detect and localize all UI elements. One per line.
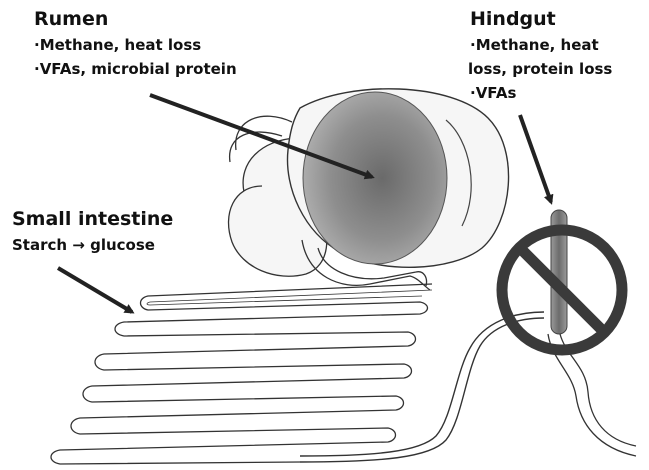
hindgut-line-2: loss, protein loss — [468, 60, 612, 78]
rumen-line-1: ·Methane, heat loss — [34, 36, 201, 54]
hindgut-arrow — [520, 115, 551, 202]
rumen-title: Rumen — [34, 8, 108, 31]
small-intestine-arrow — [58, 268, 132, 312]
hindgut-line-3: ·VFAs — [470, 84, 516, 102]
small-intestine-coils — [51, 284, 544, 464]
hindgut-line-1: ·Methane, heat — [470, 36, 599, 54]
small-intestine-title: Small intestine — [12, 208, 173, 231]
small-intestine-line-1: Starch → glucose — [12, 236, 155, 254]
hindgut-organ — [548, 210, 636, 456]
rumen-line-2: ·VFAs, microbial protein — [34, 60, 237, 78]
hindgut-title: Hindgut — [470, 8, 556, 31]
